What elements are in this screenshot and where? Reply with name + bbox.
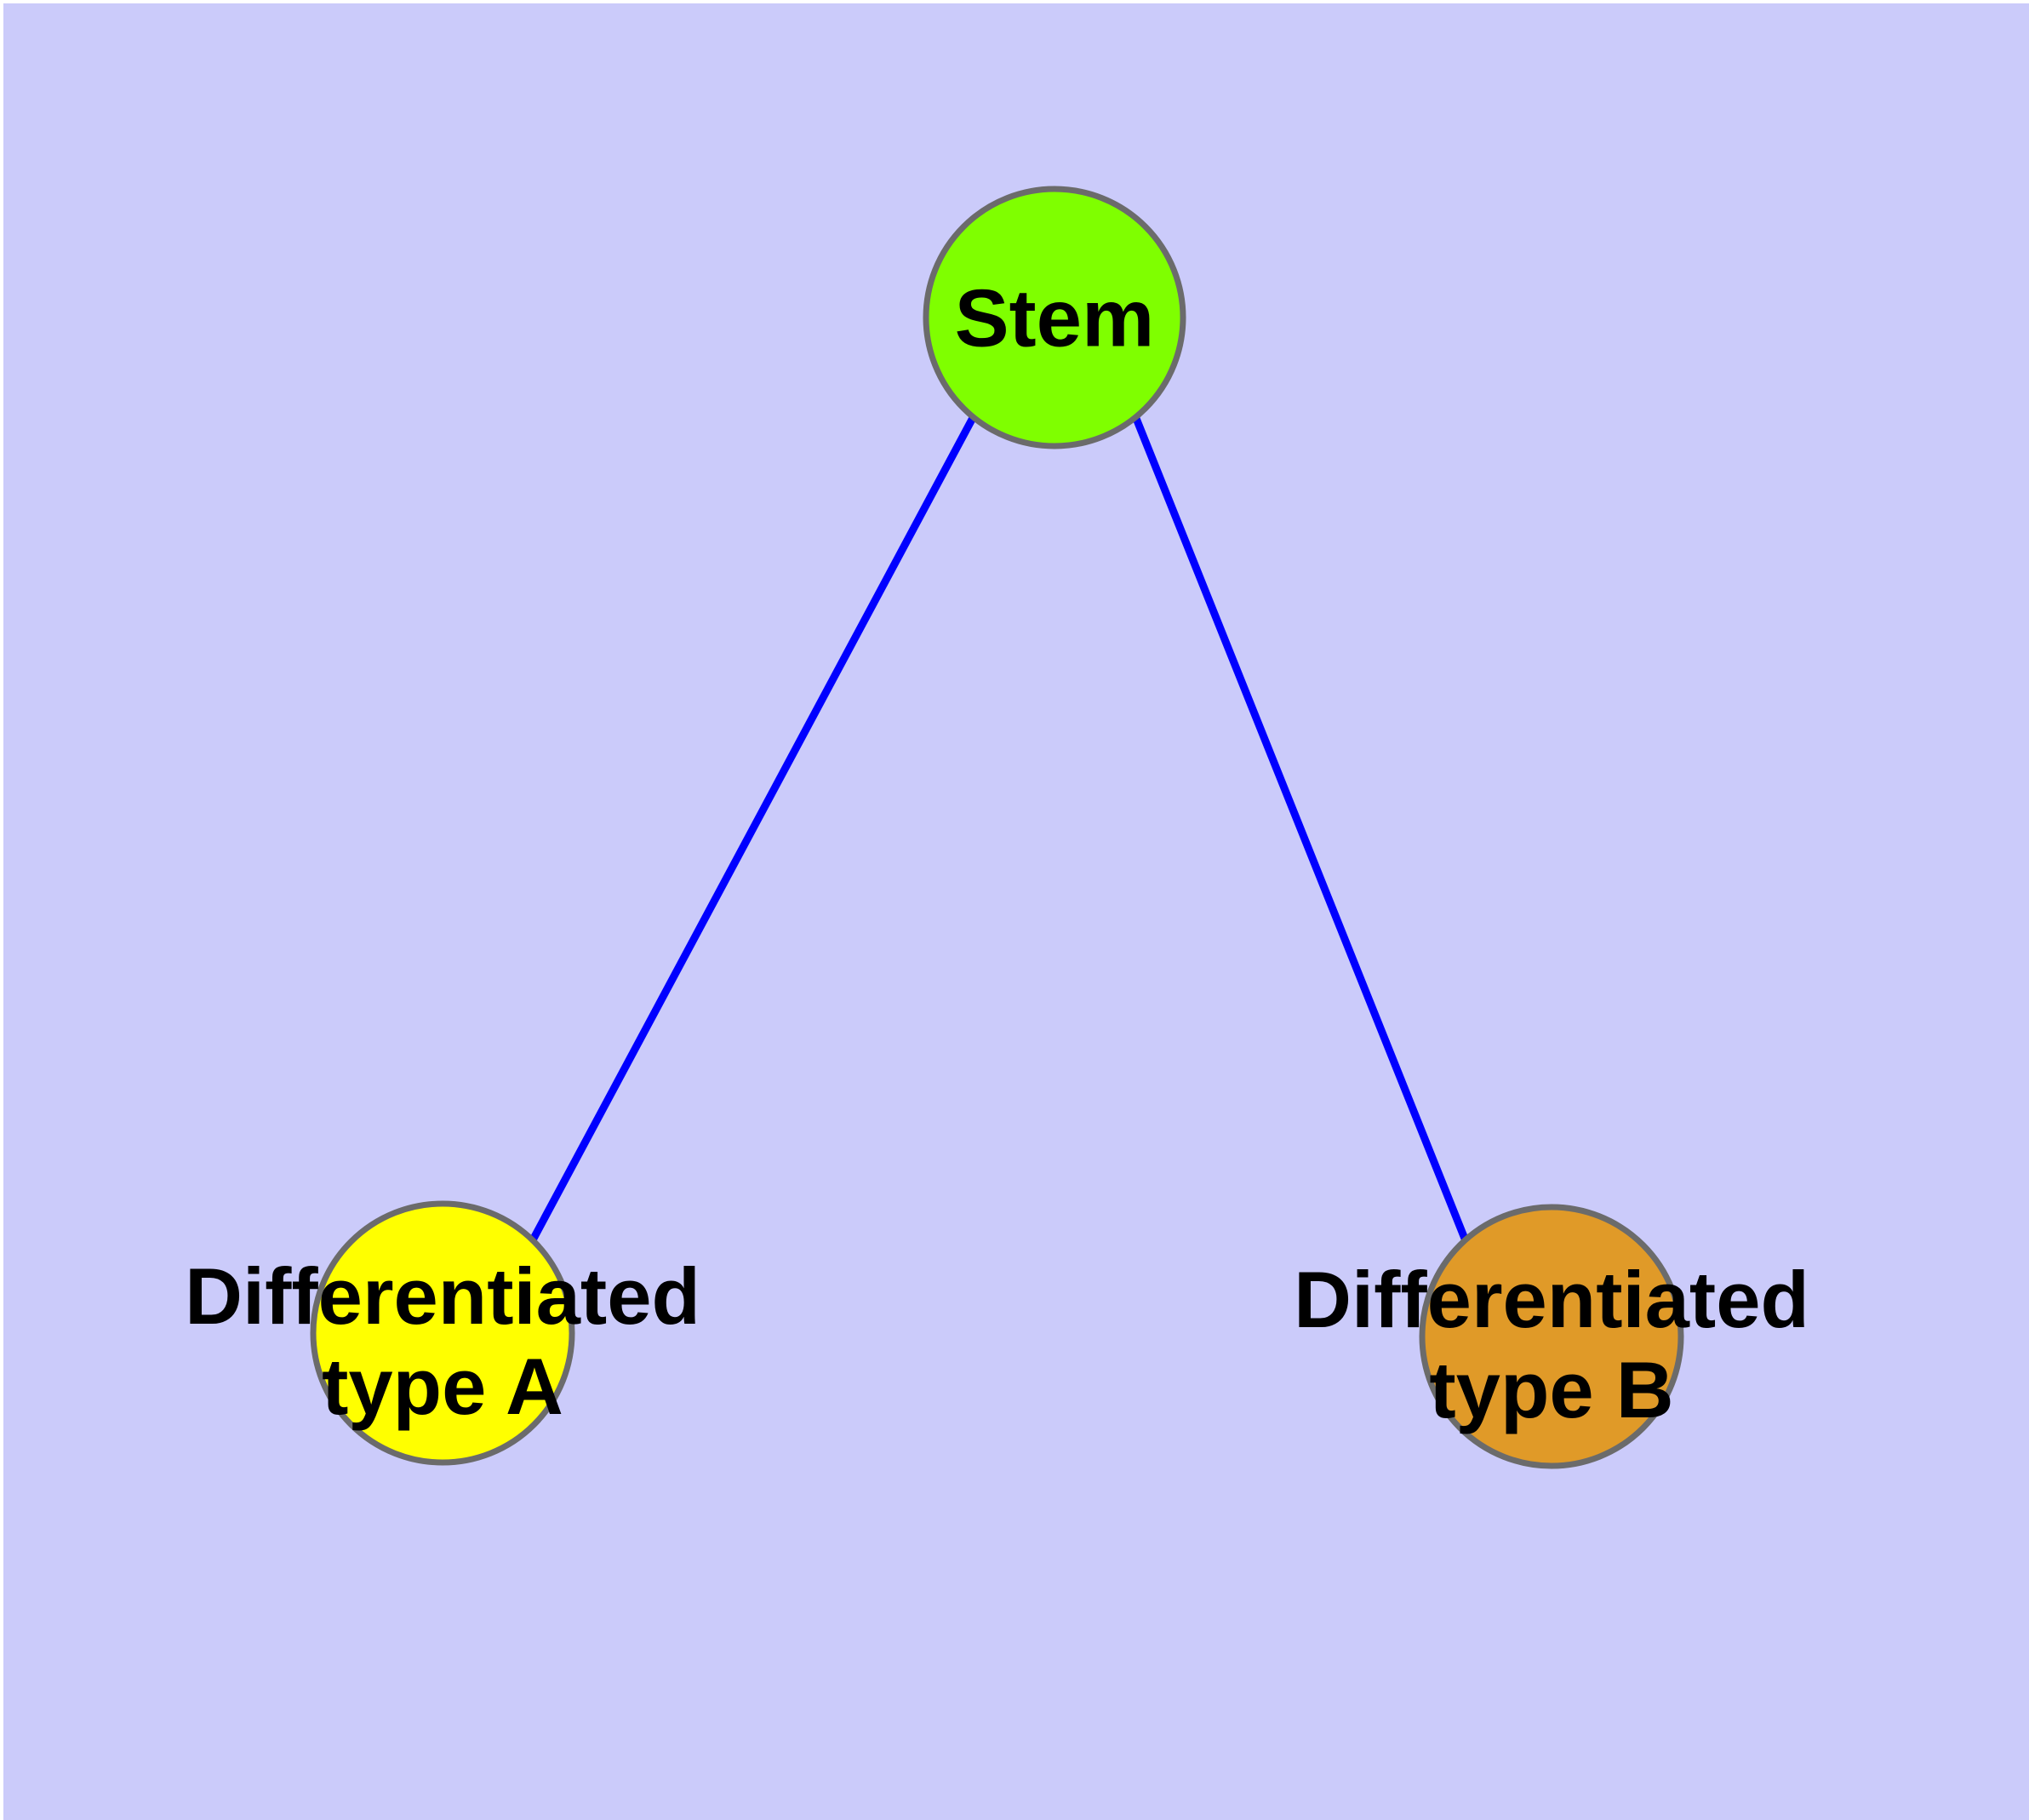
edge-stem-to-differentiated-type-a[interactable] bbox=[525, 414, 977, 1251]
node-differentiated-type-b-label-line2: type B bbox=[1429, 1345, 1673, 1434]
node-differentiated-type-a-label-line1: Differentiated bbox=[185, 1251, 700, 1341]
node-layer: Stem Differentiated type A Differentiate… bbox=[185, 186, 1809, 1469]
node-differentiated-type-a-label-line2: type A bbox=[322, 1342, 563, 1431]
node-differentiated-type-b-circle[interactable] bbox=[1419, 1204, 1684, 1469]
node-differentiated-type-b[interactable]: Differentiated type B bbox=[1294, 1204, 1809, 1469]
node-differentiated-type-b-label-line1: Differentiated bbox=[1294, 1255, 1809, 1344]
node-stem[interactable]: Stem bbox=[923, 186, 1186, 449]
node-differentiated-type-a-circle[interactable] bbox=[310, 1200, 575, 1466]
node-stem-circle[interactable] bbox=[923, 186, 1186, 449]
node-stem-label: Stem bbox=[955, 272, 1155, 363]
node-differentiated-type-a[interactable]: Differentiated type A bbox=[185, 1200, 700, 1466]
edge-stem-to-differentiated-type-b[interactable] bbox=[1131, 415, 1474, 1253]
edge-layer bbox=[525, 414, 1474, 1253]
